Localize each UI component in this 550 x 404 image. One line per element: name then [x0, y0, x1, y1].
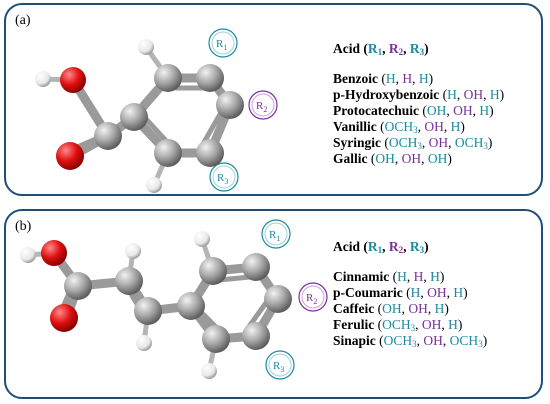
svg-text:R3: R3 [273, 360, 284, 374]
panel-b-tag: (b) [15, 219, 32, 234]
legend-row: Cinnamic (H, H, H) [333, 269, 445, 284]
carbon-atom [115, 267, 143, 295]
hydrogen-atom [125, 243, 141, 259]
legend-row: Protocatechuic (OH, OH, H) [333, 103, 494, 118]
hydrogen-atom [136, 335, 152, 351]
carbon-atom [154, 139, 182, 167]
svg-text:R1: R1 [269, 229, 280, 243]
carbon-atom [264, 285, 292, 313]
carbon-atom [177, 292, 205, 320]
carbon-atom [154, 64, 182, 92]
legend-row: Syringic (OCH3, OH, OCH3) [333, 135, 493, 151]
carbon-atom [196, 139, 224, 167]
carbon-atom [64, 272, 92, 300]
hydrogen-atom [194, 231, 210, 247]
cinnamic-acid-molecule: R1 R2 R3 [20, 219, 328, 380]
panel-b: (b) [4, 209, 543, 399]
panel-a-tag: (a) [15, 13, 31, 28]
carbon-atom [199, 257, 227, 285]
oxygen-atom [41, 240, 67, 266]
hydrogen-atom [201, 363, 217, 379]
oxygen-atom [50, 304, 78, 332]
oxygen-atom [60, 67, 86, 93]
legend-row: Benzoic (H, H, H) [333, 71, 434, 86]
legend-row: p-Coumaric (H, OH, H) [333, 285, 468, 300]
carbon-atom [216, 91, 244, 119]
legend-row: Gallic (OH, OH, OH) [333, 151, 452, 166]
legend-b: Acid (R1, R2, R3) Cinnamic (H, H, H) p-C… [333, 239, 487, 349]
legend-b-header: Acid (R1, R2, R3) [333, 239, 429, 255]
legend-row: Caffeic (OH, OH, H) [333, 301, 449, 316]
svg-text:R2: R2 [306, 292, 317, 306]
carbon-atom [196, 64, 224, 92]
carbon-atom [242, 322, 270, 350]
legend-row: p-Hydroxybenzoic (H, OH, H) [333, 87, 505, 102]
legend-a-header: Acid (R1, R2, R3) [333, 41, 429, 57]
legend-row: Ferulic (OCH3, OH, H) [333, 317, 463, 333]
svg-text:R2: R2 [256, 100, 267, 114]
hydrogen-atom [20, 247, 36, 263]
carbon-atom [94, 122, 122, 150]
legend-row: Sinapic (OCH3, OH, OCH3) [333, 333, 488, 349]
carbon-atom [120, 103, 148, 131]
carbon-atom [242, 253, 270, 281]
panel-a: (a) [4, 3, 543, 196]
benzoic-acid-molecule: R1 R2 R3 [35, 28, 278, 193]
carbon-atom [134, 297, 162, 325]
oxygen-atom [56, 142, 84, 170]
carbon-atom [202, 325, 230, 353]
legend-a: Acid (R1, R2, R3) Benzoic (H, H, H) p-Hy… [333, 41, 504, 167]
hydrogen-atom [35, 71, 51, 87]
hydrogen-atom [138, 39, 154, 55]
hydrogen-atom [146, 177, 162, 193]
svg-text:R1: R1 [216, 38, 227, 52]
legend-row: Vanillic (OCH3, OH, H) [333, 119, 465, 135]
svg-text:R3: R3 [217, 172, 228, 186]
